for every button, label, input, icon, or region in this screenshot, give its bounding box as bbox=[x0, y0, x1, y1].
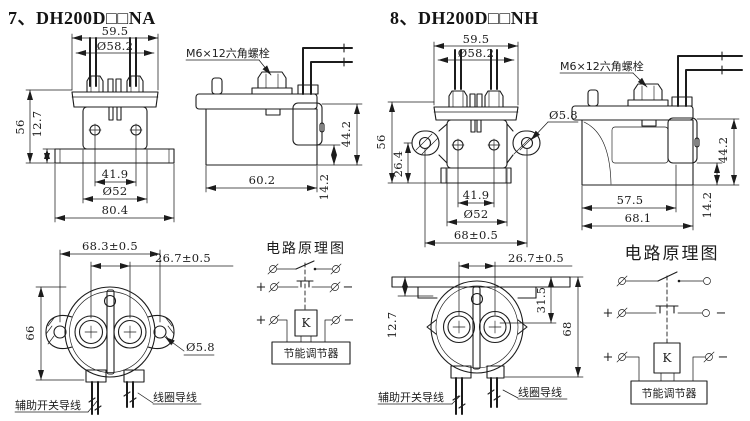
section-title-na: 7、DH200D□□NA bbox=[8, 8, 156, 28]
nh-circuit-regulator: 节能调节器 bbox=[630, 380, 708, 405]
nh-side-dim-width: 68.1 bbox=[625, 211, 652, 225]
na-coil-wire-label: 线圈导线 bbox=[153, 390, 197, 404]
na-coil-minus: − bbox=[344, 313, 355, 328]
na-circuit-aux-switch bbox=[267, 260, 342, 275]
na-front-dim-base-thickness: 12.7 bbox=[30, 111, 44, 138]
nh-front-view: 59.5 Ø58.2 56 26.4 Ø5.8 41.9 Ø52 bbox=[374, 32, 579, 248]
nh-side-outline bbox=[571, 51, 743, 186]
na-circuit-title: 电路原理图 bbox=[266, 241, 346, 257]
nh-bottom-view: 26.7±0.5 12.7 31.5 68 辅助开关导线 线圈导线 bbox=[377, 251, 584, 415]
nh-front-dim-mount-span: 68±0.5 bbox=[454, 228, 498, 242]
na-side-bolt-callout: M6×12六角螺栓 bbox=[185, 46, 272, 76]
na-bottom-dim-hole-dia: Ø5.8 bbox=[186, 340, 215, 354]
na-front-view: 59.5 Ø58.2 56 12.7 41.9 Ø52 80.4 bbox=[13, 24, 175, 223]
nh-front-dim-dia-top: Ø58.2 bbox=[458, 46, 495, 60]
na-front-dim-height: 56 bbox=[13, 119, 27, 134]
na-side-dim-height: 44.2 bbox=[339, 121, 353, 148]
nh-front-dimensions: 59.5 Ø58.2 56 26.4 Ø5.8 41.9 Ø52 bbox=[374, 32, 579, 248]
na-coil-plus: + bbox=[256, 313, 267, 328]
section-title-nh: 8、DH200D□□NH bbox=[390, 8, 539, 28]
nh-side-dim-inner-width: 57.5 bbox=[617, 193, 644, 207]
nh-circuit-aux-switch bbox=[616, 271, 711, 287]
nh-bottom-dim-height: 68 bbox=[560, 321, 574, 336]
nh-circuit-coil: + − K bbox=[603, 342, 729, 382]
na-side-dimensions: 44.2 14.2 60.2 bbox=[205, 103, 363, 201]
na-front-dim-width-top: 59.5 bbox=[102, 24, 129, 38]
na-front-outline bbox=[54, 37, 175, 164]
nh-coil-minus: − bbox=[718, 350, 729, 365]
nh-bottom-dim-center-offset: 31.5 bbox=[534, 287, 548, 314]
nh-coil-plus: + bbox=[603, 350, 614, 365]
nh-front-dim-screw-span: 41.9 bbox=[463, 188, 490, 202]
na-bottom-dimensions: 68.3±0.5 26.7±0.5 66 Ø5.8 bbox=[23, 239, 234, 381]
nh-side-bolt-label: M6×12六角螺栓 bbox=[560, 59, 644, 73]
nh-front-outline bbox=[411, 49, 541, 184]
na-side-outline bbox=[195, 43, 353, 166]
nh-bottom-dimensions: 26.7±0.5 12.7 31.5 68 bbox=[385, 251, 584, 378]
nh-bottom-labels: 辅助开关导线 线圈导线 bbox=[377, 385, 568, 405]
nh-front-dim-hole-dia: Ø5.8 bbox=[549, 108, 578, 122]
nh-coil-wire-label: 线圈导线 bbox=[518, 385, 562, 399]
na-main-minus: − bbox=[343, 280, 354, 295]
nh-bottom-dim-terminal-span: 26.7±0.5 bbox=[508, 251, 564, 265]
nh-side-view: M6×12六角螺栓 44.2 14.2 57.5 68.1 bbox=[559, 51, 743, 231]
nh-front-dim-width-top: 59.5 bbox=[463, 32, 490, 46]
na-bottom-dim-terminal-span: 26.7±0.5 bbox=[155, 251, 211, 265]
na-front-dimensions: 59.5 Ø58.2 56 12.7 41.9 Ø52 80.4 bbox=[13, 24, 175, 223]
na-front-dim-base-width: 80.4 bbox=[102, 203, 129, 217]
nh-regulator-label: 节能调节器 bbox=[642, 386, 697, 400]
nh-front-dim-body-dia: Ø52 bbox=[464, 207, 489, 221]
na-coil-k: K bbox=[302, 316, 312, 330]
na-front-dim-dia-top: Ø58.2 bbox=[97, 39, 134, 53]
nh-side-dim-height: 44.2 bbox=[716, 137, 730, 164]
na-bottom-labels: 辅助开关导线 线圈导线 bbox=[14, 390, 202, 413]
nh-aux-wire-label: 辅助开关导线 bbox=[378, 390, 444, 404]
nh-coil-k: K bbox=[663, 351, 673, 365]
na-bottom-dim-height: 66 bbox=[23, 325, 37, 340]
nh-circuit-diagram: 电路原理图 + − + bbox=[603, 244, 729, 405]
na-circuit-main-contacts: + − bbox=[256, 280, 354, 295]
na-front-dim-body-dia: Ø52 bbox=[103, 184, 128, 198]
nh-bottom-dim-flange-offset: 12.7 bbox=[385, 312, 399, 339]
na-circuit-regulator: 节能调节器 bbox=[271, 341, 351, 365]
na-front-dim-screw-span: 41.9 bbox=[102, 167, 129, 181]
na-side-bolt-label: M6×12六角螺栓 bbox=[186, 46, 270, 60]
nh-circuit-title: 电路原理图 bbox=[625, 244, 720, 264]
nh-side-dimensions: 44.2 14.2 57.5 68.1 bbox=[581, 118, 740, 231]
na-side-dim-step: 14.2 bbox=[317, 174, 331, 201]
nh-side-bolt-callout: M6×12六角螺栓 bbox=[559, 59, 648, 88]
na-regulator-label: 节能调节器 bbox=[284, 346, 339, 360]
nh-side-dim-step: 14.2 bbox=[700, 192, 714, 219]
na-aux-wire-label: 辅助开关导线 bbox=[15, 398, 81, 412]
nh-front-dim-ear-offset: 26.4 bbox=[391, 151, 405, 178]
na-circuit-diagram: 电路原理图 + − + bbox=[256, 241, 355, 365]
na-bottom-dim-mount-span: 68.3±0.5 bbox=[82, 239, 138, 253]
na-side-dim-width: 60.2 bbox=[249, 173, 276, 187]
nh-front-dim-height: 56 bbox=[374, 134, 388, 149]
nh-main-plus: + bbox=[603, 306, 614, 321]
na-main-plus: + bbox=[256, 280, 267, 295]
na-side-view: M6×12六角螺栓 44.2 14.2 60.2 bbox=[185, 43, 363, 201]
na-bottom-view: 68.3±0.5 26.7±0.5 66 Ø5.8 辅助开关导线 线圈导线 bbox=[14, 239, 234, 415]
nh-main-minus: − bbox=[716, 306, 727, 321]
nh-circuit-main-contacts: + − bbox=[603, 305, 727, 321]
na-circuit-coil: + − K bbox=[256, 309, 355, 343]
